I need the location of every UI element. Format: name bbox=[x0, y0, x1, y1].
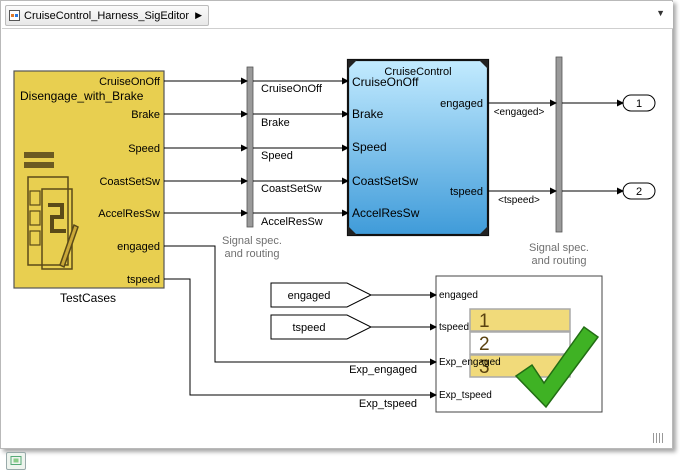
from-tag-blocks: engaged tspeed bbox=[270, 282, 373, 340]
testcases-port-2-label: Speed bbox=[128, 143, 160, 155]
verification-inport-0-label: engaged bbox=[439, 290, 478, 301]
cruisecontrol-inport-4-label: AccelResSw bbox=[352, 206, 420, 220]
list-item-3: 3 bbox=[479, 357, 490, 378]
list-item-1: 1 bbox=[479, 311, 490, 332]
routing1-signal-label-3: CoastSetSw bbox=[261, 183, 322, 195]
from-tag-engaged-shape[interactable] bbox=[270, 282, 373, 308]
routing1-signal-labels: CruiseOnOffBrakeSpeedCoastSetSwAccelResS… bbox=[261, 83, 323, 228]
routing2-caption-line1: Signal spec. bbox=[529, 242, 589, 254]
routing1-signal-label-0: CruiseOnOff bbox=[261, 83, 323, 95]
routing1-signal-label-2: Speed bbox=[261, 150, 293, 162]
routing2-signal-label-1: <tspeed> bbox=[498, 195, 540, 206]
chevron-down-icon[interactable]: ▼ bbox=[656, 8, 665, 18]
fit-view-button[interactable] bbox=[6, 452, 26, 470]
verification-inport-2-label: Exp_engaged bbox=[439, 357, 501, 368]
signal-routing-bus-1[interactable] bbox=[246, 66, 254, 228]
outport-1-number: 1 bbox=[636, 98, 642, 110]
routing2-signal-labels: <engaged> <tspeed> bbox=[494, 107, 545, 206]
list-item-2: 2 bbox=[479, 334, 490, 355]
signal-lines bbox=[164, 77, 624, 399]
exp-tspeed-line-label: Exp_tspeed bbox=[359, 398, 417, 410]
testcases-block[interactable]: Disengage_with_Brake TestCases bbox=[13, 70, 165, 305]
testcases-port-6-label: tspeed bbox=[127, 274, 160, 286]
cruisecontrol-outport-0-label: engaged bbox=[440, 98, 483, 110]
cruisecontrol-block[interactable]: CruiseControl bbox=[346, 58, 490, 237]
testcases-body[interactable] bbox=[13, 70, 165, 289]
cruisecontrol-inport-2-label: Speed bbox=[352, 140, 387, 154]
verification-inport-3-label: Exp_tspeed bbox=[439, 390, 492, 401]
outport-2[interactable]: 2 bbox=[622, 182, 656, 200]
model-breadcrumb[interactable]: CruiseControl_Harness_SigEditor ▶ bbox=[5, 5, 209, 26]
cruisecontrol-title: CruiseControl bbox=[384, 66, 451, 78]
from-tag-engaged[interactable]: engaged bbox=[270, 282, 373, 308]
from-tag-tspeed-shape[interactable] bbox=[270, 314, 373, 340]
routing2-signal-label-0: <engaged> bbox=[494, 107, 545, 118]
outport-blocks: 12 bbox=[622, 94, 656, 200]
routing1-signal-label-1: Brake bbox=[261, 117, 290, 129]
breadcrumb-arrow-icon[interactable]: ▶ bbox=[195, 10, 202, 20]
routing1-caption-line1: Signal spec. bbox=[222, 235, 282, 247]
cruisecontrol-inport-1-label: Brake bbox=[352, 107, 384, 121]
testcases-port-3-label: CoastSetSw bbox=[99, 176, 160, 188]
testcases-port-4-label: AccelResSw bbox=[98, 208, 160, 220]
routing1-caption-line2: and routing bbox=[224, 248, 279, 260]
cruisecontrol-port-labels: CruiseOnOffBrakeSpeedCoastSetSwAccelResS… bbox=[352, 75, 483, 220]
routing1-signal-label-4: AccelResSw bbox=[261, 216, 323, 228]
test-sequence-icon bbox=[24, 152, 79, 270]
model-icon bbox=[9, 10, 20, 21]
cruisecontrol-inport-3-label: CoastSetSw bbox=[352, 174, 418, 188]
from-tag-engaged-label: engaged bbox=[288, 290, 331, 302]
fit-view-icon bbox=[10, 456, 22, 465]
outport-2-number: 2 bbox=[636, 186, 642, 198]
testcases-port-1-label: Brake bbox=[131, 109, 160, 121]
block-diagram-canvas[interactable]: Disengage_with_Brake TestCases CruiseOnO… bbox=[2, 29, 673, 470]
verification-block[interactable]: 1 2 3 bbox=[435, 275, 603, 413]
cruisecontrol-outport-1-label: tspeed bbox=[450, 186, 483, 198]
testcases-port-labels: CruiseOnOffBrakeSpeedCoastSetSwAccelResS… bbox=[98, 76, 161, 286]
testcases-title: Disengage_with_Brake bbox=[20, 89, 144, 103]
from-tag-tspeed-label: tspeed bbox=[292, 322, 325, 334]
from-tag-tspeed[interactable]: tspeed bbox=[270, 314, 373, 340]
cruisecontrol-inport-0-label: CruiseOnOff bbox=[352, 75, 419, 89]
exp-engaged-line-label: Exp_engaged bbox=[349, 364, 417, 376]
block-diagram: Disengage_with_Brake TestCases CruiseOnO… bbox=[13, 56, 656, 413]
testcases-port-0-label: CruiseOnOff bbox=[99, 76, 161, 88]
explorer-bar: CruiseControl_Harness_SigEditor ▶ ▼ bbox=[2, 2, 673, 29]
checkmark-icon bbox=[514, 325, 600, 409]
testcases-name: TestCases bbox=[60, 291, 116, 305]
cruisecontrol-body[interactable] bbox=[346, 58, 490, 237]
signal-routing-bus-2[interactable] bbox=[555, 56, 563, 233]
routing2-caption-line2: and routing bbox=[531, 255, 586, 267]
checklist-icon: 1 2 3 bbox=[469, 308, 571, 378]
verification-inport-1-label: tspeed bbox=[439, 322, 469, 333]
breadcrumb-label: CruiseControl_Harness_SigEditor bbox=[24, 9, 190, 22]
outport-1[interactable]: 1 bbox=[622, 94, 656, 112]
resize-grip[interactable] bbox=[653, 433, 665, 443]
testcases-port-5-label: engaged bbox=[117, 241, 160, 253]
